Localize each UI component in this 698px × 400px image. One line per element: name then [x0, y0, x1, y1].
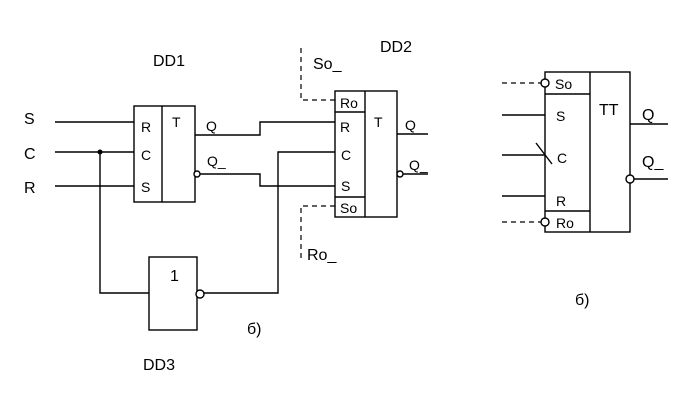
tt-pin-so: So — [555, 76, 572, 92]
dd2-inversion-bubble — [396, 170, 404, 178]
dd2-pin-s: S — [341, 178, 350, 194]
tt-c-dynamic-slash — [535, 142, 553, 165]
ro-label: Ro_ — [307, 247, 337, 264]
tt-so-bubble — [540, 78, 550, 88]
dd2-pin-c: C — [341, 147, 351, 163]
input-r-label: R — [24, 180, 36, 197]
dd2-pin-r: R — [340, 119, 350, 135]
tt-block — [544, 71, 631, 233]
dd3-title: DD3 — [143, 357, 175, 374]
dd3-symbol: 1 — [170, 268, 179, 285]
left-caption: б) — [247, 321, 262, 338]
tt-qn-bubble — [625, 174, 635, 184]
dd2-pin-so: So — [340, 200, 357, 216]
dd1-block — [133, 105, 196, 203]
dd1-out-q: Q — [206, 118, 217, 134]
wire-c-to-dd3 — [99, 152, 149, 294]
dd2-out-qn: Q_ — [409, 157, 428, 173]
tt-out-q: Q — [642, 107, 654, 124]
input-s-label: S — [24, 111, 35, 128]
dd2-pin-t: T — [374, 114, 383, 130]
tt-pin-c: C — [557, 150, 567, 166]
dd2-pin-ro: Ro — [340, 95, 358, 111]
dd1-title: DD1 — [153, 53, 185, 70]
tt-ro-bubble — [540, 217, 550, 227]
dd1-pin-c: C — [141, 147, 151, 163]
dd2-out-q: Q — [405, 117, 416, 133]
wire-qn-to-s — [200, 173, 335, 187]
tt-label: TT — [599, 102, 619, 119]
dd1-inversion-bubble — [193, 170, 201, 178]
dd1-out-qn: Q_ — [207, 153, 226, 169]
ro-dashed-wire — [300, 205, 335, 261]
dd3-inversion-bubble — [195, 289, 205, 299]
tt-out-qn: Q_ — [642, 154, 664, 171]
wire-dd3-to-c — [204, 151, 335, 294]
tt-pin-ro: Ro — [556, 215, 574, 231]
right-caption: б) — [575, 292, 590, 309]
dd3-block — [148, 256, 198, 331]
dd2-title: DD2 — [380, 39, 412, 56]
dd1-pin-t: T — [172, 114, 181, 130]
dd1-pin-r: R — [141, 119, 151, 135]
so-dashed-wire — [300, 48, 335, 101]
so-label: So_ — [313, 56, 343, 73]
wire-q-to-r — [195, 121, 335, 136]
dd1-pin-s: S — [141, 179, 150, 195]
tt-pin-r: R — [556, 193, 566, 209]
tt-pin-s: S — [556, 108, 565, 124]
input-c-label: C — [24, 146, 36, 163]
